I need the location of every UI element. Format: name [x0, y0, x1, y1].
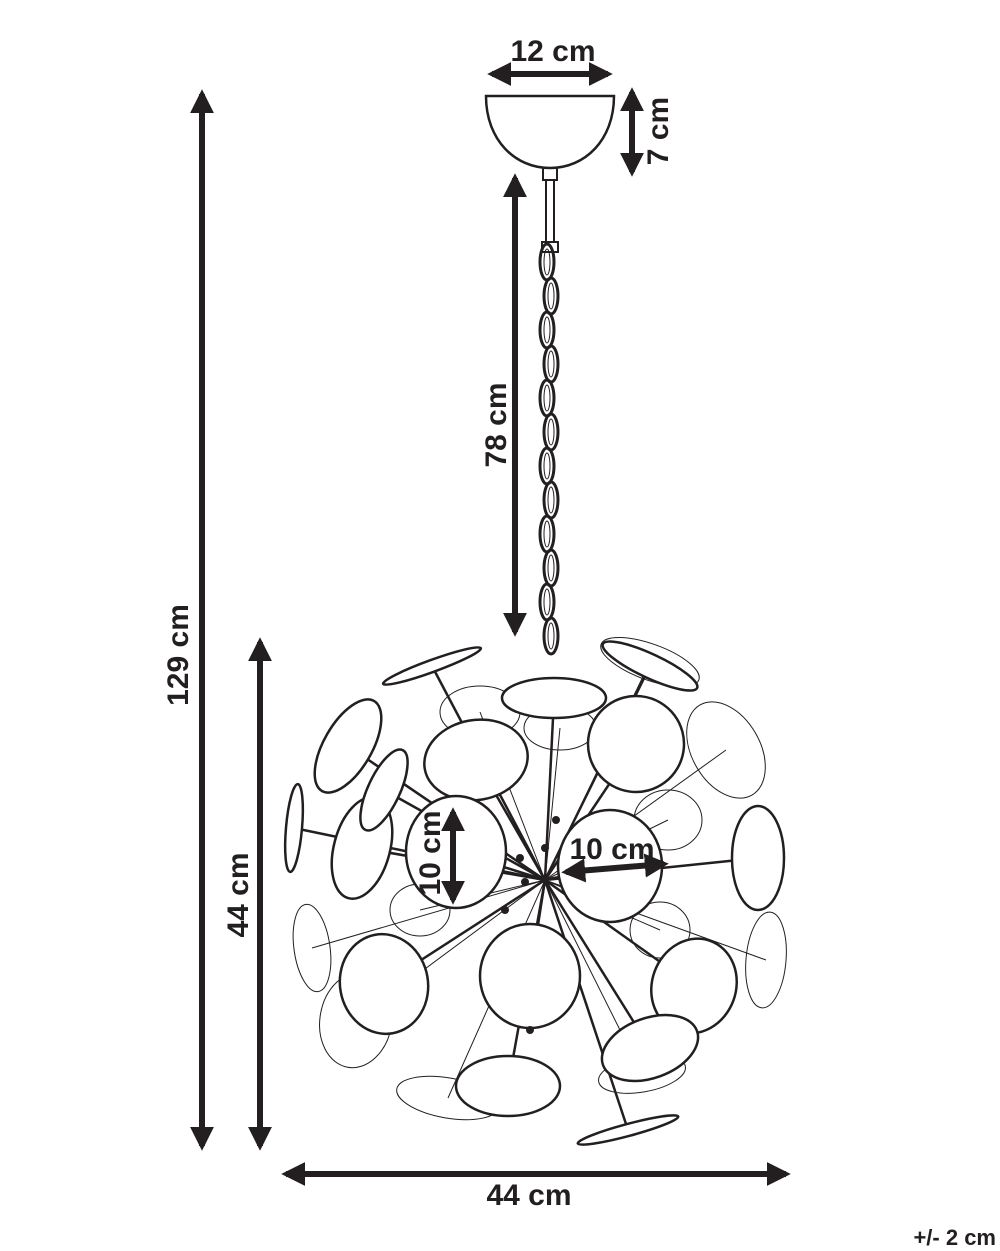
dimension-canopy-height: 7 cm	[620, 87, 675, 177]
front-disc	[423, 718, 529, 802]
canopy-height-label: 7 cm	[642, 97, 675, 165]
front-disc	[381, 646, 483, 686]
chain-link-inner	[547, 554, 555, 582]
front-disc	[600, 1013, 700, 1083]
chain-link-inner	[547, 622, 555, 650]
hub-dot	[521, 878, 529, 886]
back-disc	[629, 901, 691, 959]
front-disc	[586, 694, 686, 794]
disc-rod	[543, 879, 652, 1049]
dimension-total-height: 129 cm	[162, 89, 214, 1151]
back-disc	[292, 903, 332, 993]
dimension-disc-width: 10 cm	[561, 833, 669, 883]
front-disc	[359, 748, 409, 832]
front-disc	[313, 698, 383, 794]
front-disc	[454, 1054, 562, 1118]
chain-link-inner	[543, 248, 551, 276]
chain-link-inner	[547, 350, 555, 378]
shade-height-label: 44 cm	[222, 852, 255, 937]
disc-width-label: 10 cm	[569, 833, 654, 866]
chain-link-inner	[543, 588, 551, 616]
chain-link-inner	[543, 452, 551, 480]
hub-dot	[541, 844, 549, 852]
chain-link-inner	[547, 418, 555, 446]
back-disc	[745, 911, 787, 1009]
chain-length-label: 78 cm	[480, 382, 513, 467]
front-disc	[478, 922, 582, 1030]
chain	[538, 242, 560, 656]
chain-link-inner	[543, 384, 551, 412]
disc-rod	[543, 697, 556, 881]
disc-rod	[543, 879, 630, 1131]
dimension-shade-width: 44 cm	[281, 1162, 791, 1212]
hub-dot	[526, 1026, 534, 1034]
hub-dot	[501, 906, 509, 914]
back-disc	[686, 701, 766, 799]
hub-dot	[516, 854, 524, 862]
dimension-canopy-width: 12 cm	[487, 35, 613, 86]
front-disc	[283, 782, 305, 874]
front-disc	[338, 932, 430, 1036]
tolerance-note: +/- 2 cm	[913, 1225, 996, 1250]
front-disc	[500, 676, 608, 720]
chain-link-inner	[543, 316, 551, 344]
ceiling-canopy	[484, 94, 616, 253]
front-disc	[601, 640, 699, 692]
chain-link-inner	[547, 282, 555, 310]
chain-link-inner	[543, 520, 551, 548]
shade-width-label: 44 cm	[486, 1179, 571, 1212]
dimension-disc-height: 10 cm	[414, 807, 465, 905]
chain-link	[542, 616, 560, 656]
total-height-label: 129 cm	[162, 604, 195, 706]
dimension-shade-height: 44 cm	[222, 637, 272, 1151]
canopy-width-label: 12 cm	[510, 35, 595, 68]
disc-rod	[311, 879, 546, 949]
lamp-shade-discs	[283, 636, 787, 1146]
chain-link-inner	[547, 486, 555, 514]
disc-height-label: 10 cm	[414, 810, 447, 895]
hub-dot	[552, 816, 560, 824]
dimension-chain-length: 78 cm	[480, 173, 527, 637]
front-disc	[730, 804, 786, 912]
front-disc	[576, 1114, 680, 1146]
